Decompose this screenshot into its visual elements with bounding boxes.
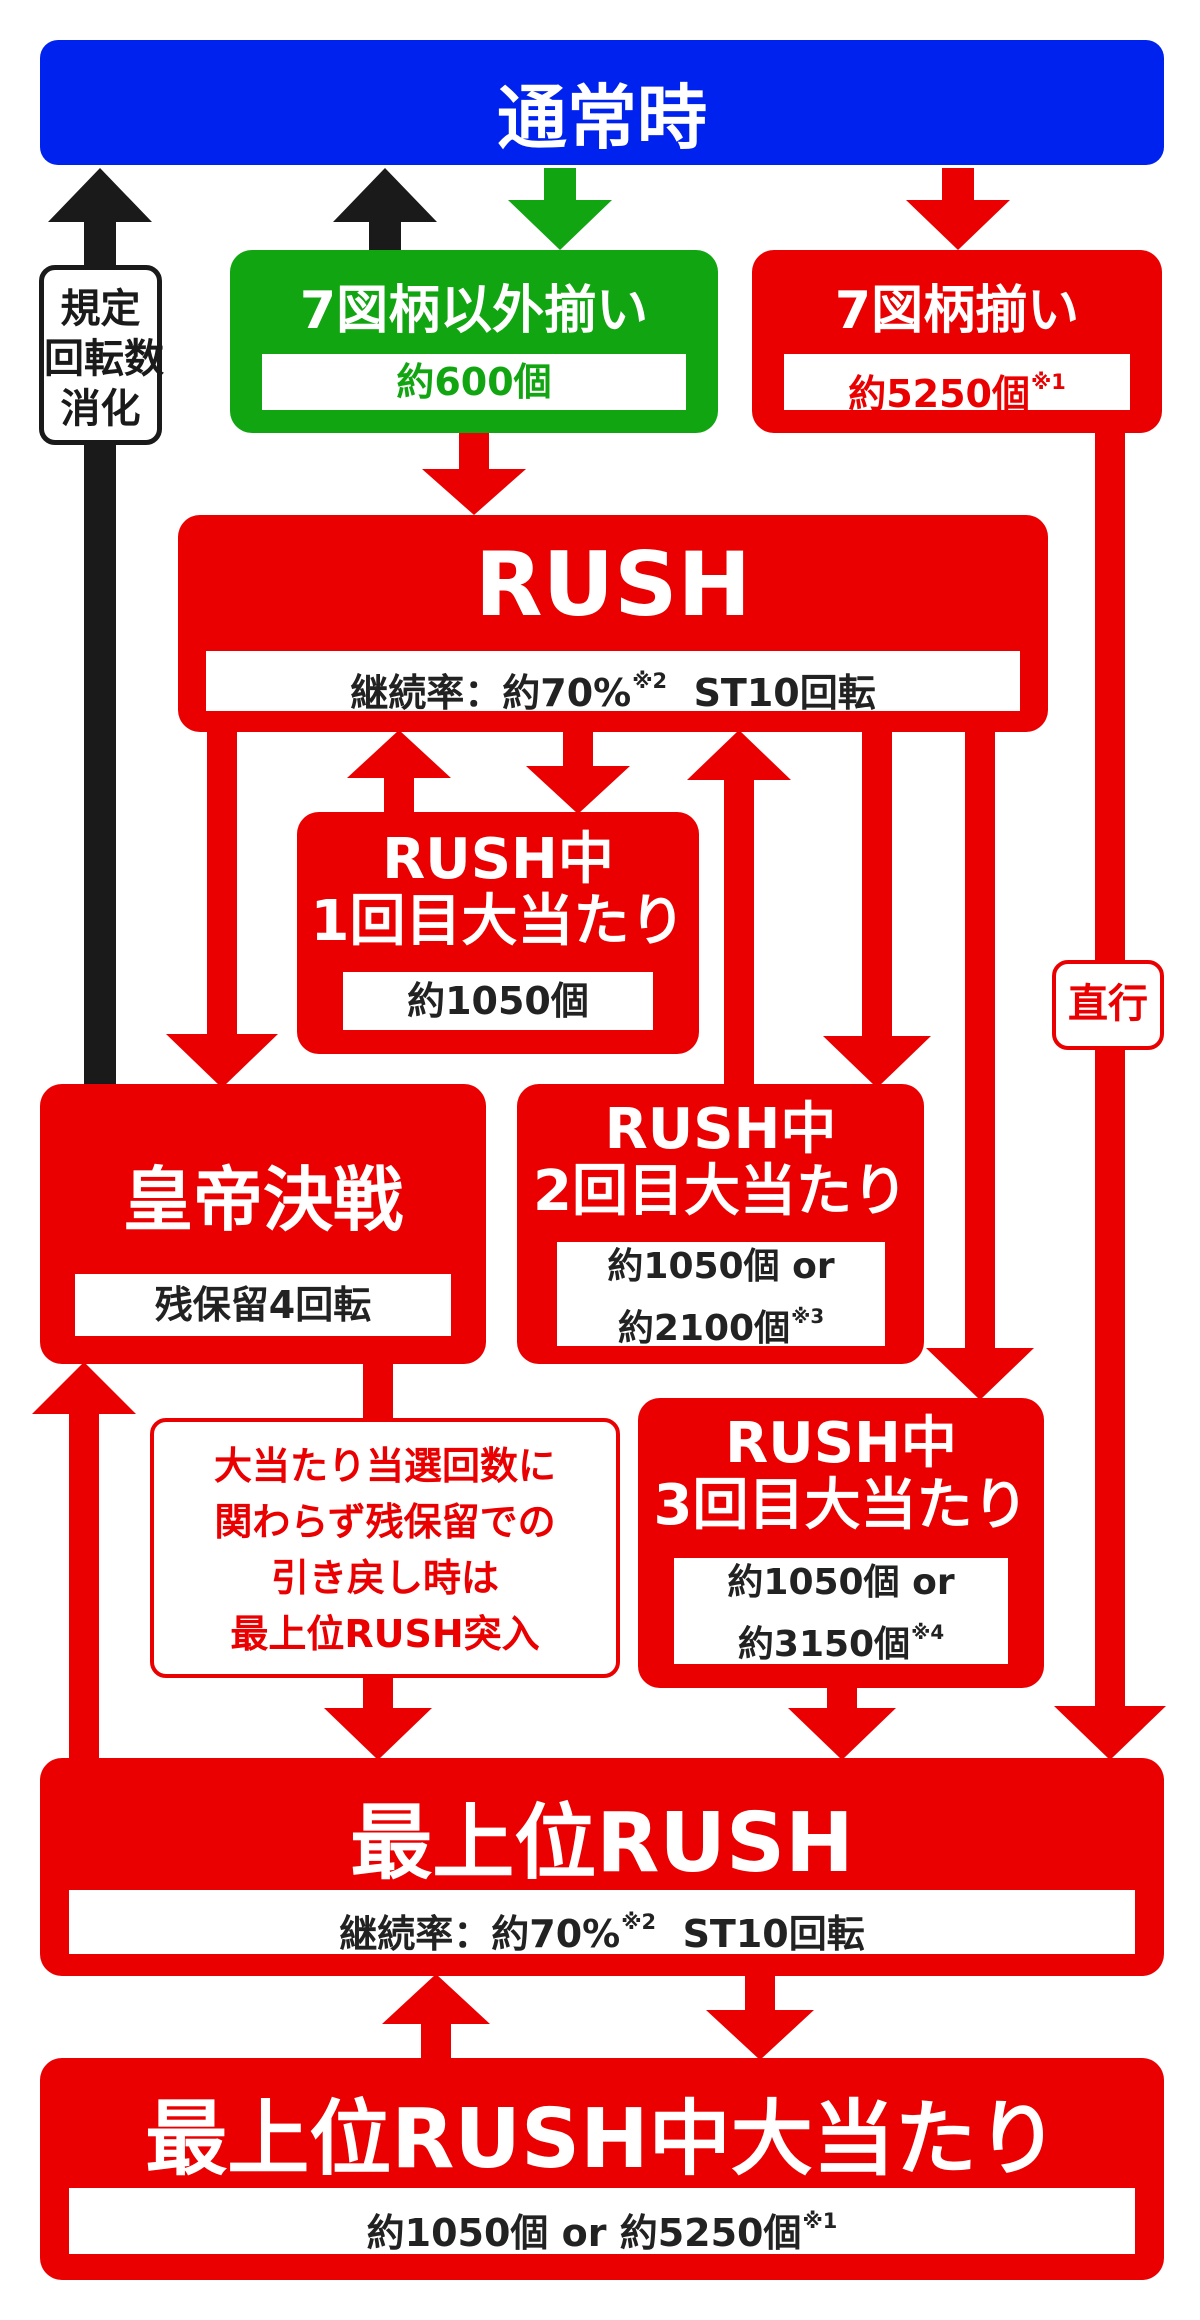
arrow-seven-direct <box>1054 430 1166 1760</box>
rush-st: ST10回転 <box>693 670 876 715</box>
rush-rate-note: ※2 <box>632 669 668 693</box>
non7-payout: 約600個 <box>262 354 686 410</box>
rush-rate-field: 継続率：約70%※2 ST10回転 <box>206 651 1020 715</box>
top-hit-box: 最上位RUSH中大当たり 約1050個 or 約5250個※1 <box>40 2058 1164 2280</box>
pullback-line1: 大当たり当選回数に <box>213 1444 556 1488</box>
rush-hit1-payout: 約1050個 <box>343 972 653 1030</box>
seven-payout: 約5250個 <box>848 371 1030 416</box>
rush-hit1-title-2: 1回目大当たり <box>310 889 686 954</box>
rush-rate: 継続率：約70% <box>350 670 632 715</box>
rush-hit3-payout-2-row: 約3150個※4 <box>674 1608 1008 1670</box>
rush-hit2-note: ※3 <box>791 1305 825 1328</box>
arrow-top-rush-to-battle <box>32 1362 136 1760</box>
arrow-battle-shaft <box>363 1362 393 1420</box>
rush-hit2-payout-field: 約1050個 or 約2100個※3 <box>557 1242 885 1349</box>
seven-title: 7図柄揃い <box>834 281 1080 341</box>
pullback-line3: 引き戻し時は <box>270 1556 499 1600</box>
top-rush-title: 最上位RUSH <box>350 1796 854 1891</box>
top-hit-payout-field: 約1050個 or 約5250個※1 <box>69 2188 1135 2255</box>
top-hit-title: 最上位RUSH中大当たり <box>145 2092 1059 2187</box>
arrow-top-hit-to-top-rush <box>382 1974 490 2060</box>
rush-box: RUSH 継続率：約70%※2 ST10回転 <box>178 515 1048 732</box>
seven-payout-field: 約5250個※1 <box>784 354 1130 416</box>
arrow-rush-to-hit1 <box>526 730 630 814</box>
battle-box: 皇帝決戦 残保留4回転 <box>40 1084 486 1364</box>
rush-hit1-box: RUSH中 1回目大当たり 約1050個 <box>297 812 699 1054</box>
battle-title: 皇帝決戦 <box>123 1159 403 1241</box>
rush-hit1-title-1: RUSH中 <box>382 827 614 892</box>
rush-hit2-title-2: 2回目大当たり <box>533 1159 908 1224</box>
return-arrow-non7 <box>333 168 437 252</box>
rush-hit2-payout-2-row: 約2100個※3 <box>557 1292 885 1354</box>
spin-limit-line3: 消化 <box>60 386 141 432</box>
rush-hit2-title-1: RUSH中 <box>604 1097 837 1162</box>
pullback-line2: 関わらず残保留での <box>214 1500 556 1544</box>
top-rush-rate-note: ※2 <box>621 1910 657 1934</box>
rush-title: RUSH <box>474 533 752 636</box>
rush-hit3-payout-field: 約1050個 or 約3150個※4 <box>674 1558 1008 1665</box>
arrow-rush-to-hit2 <box>823 730 931 1088</box>
spin-limit-line1: 規定 <box>60 286 141 332</box>
top-rush-st: ST10回転 <box>682 1911 865 1956</box>
arrow-hit3-to-top-rush <box>788 1686 896 1760</box>
rush-hit3-note: ※4 <box>911 1621 945 1644</box>
non7-box: 7図柄以外揃い 約600個 <box>230 250 718 433</box>
rush-hit2-box: RUSH中 2回目大当たり 約1050個 or 約2100個※3 <box>517 1084 924 1364</box>
normal-state-title: 通常時 <box>497 77 707 159</box>
seven-box: 7図柄揃い 約5250個※1 <box>752 250 1162 433</box>
arrow-non7-to-rush <box>422 432 526 515</box>
arrow-hit1-to-rush <box>347 730 451 814</box>
seven-note: ※1 <box>1030 370 1066 394</box>
rush-hit3-title-1: RUSH中 <box>725 1411 957 1476</box>
top-rush-rate: 継続率：約70% <box>339 1911 621 1956</box>
arrow-rush-to-hit3 <box>926 730 1034 1400</box>
top-rush-box: 最上位RUSH 継続率：約70%※2 ST10回転 <box>40 1758 1164 1976</box>
normal-state-box: 通常時 <box>40 40 1164 165</box>
rush-hit2-payout-2: 約2100個 <box>617 1307 791 1349</box>
top-hit-payout: 約1050個 or 約5250個 <box>366 2210 802 2255</box>
rush-hit3-payout-1: 約1050個 or <box>727 1562 955 1603</box>
battle-hold: 残保留4回転 <box>75 1274 451 1336</box>
return-arrow-left <box>48 168 152 1090</box>
direct-label: 直行 <box>1052 960 1164 1050</box>
pullback-line4: 最上位RUSH突入 <box>230 1612 540 1656</box>
spin-limit-label: 規定 回転数 消化 <box>39 265 164 445</box>
rush-hit2-payout-1: 約1050個 or <box>607 1246 835 1287</box>
pullback-note: 大当たり当選回数に 関わらず残保留での 引き戻し時は 最上位RUSH突入 <box>150 1418 620 1678</box>
arrow-battle-to-top-rush <box>324 1676 432 1760</box>
spin-limit-line2: 回転数 <box>44 336 164 382</box>
rush-hit3-payout-2: 約3150個 <box>737 1623 911 1665</box>
non7-title: 7図柄以外揃い <box>299 281 649 341</box>
arrow-normal-to-seven <box>906 168 1010 250</box>
rush-hit3-box: RUSH中 3回目大当たり 約1050個 or 約3150個※4 <box>638 1398 1044 1688</box>
top-hit-note: ※1 <box>802 2209 838 2233</box>
arrow-normal-to-non7 <box>508 168 612 250</box>
arrow-rush-to-battle <box>166 730 278 1088</box>
top-rush-rate-field: 継続率：約70%※2 ST10回転 <box>69 1890 1135 1956</box>
arrow-hit2-to-rush <box>687 730 791 1088</box>
arrow-top-rush-to-top-hit <box>706 1974 814 2060</box>
rush-hit3-title-2: 3回目大当たり <box>653 1473 1029 1538</box>
